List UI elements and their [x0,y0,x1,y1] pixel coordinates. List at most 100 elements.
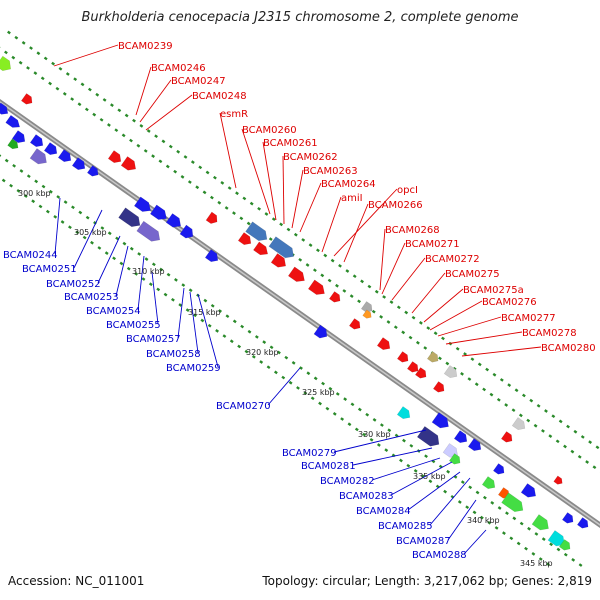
gene-label-bottom: BCAM0251 [22,264,77,275]
tick-dot [266,365,271,370]
tick-dot [472,510,477,515]
tick-dot [404,310,409,315]
gene-feature [492,463,505,475]
gene-feature [204,249,219,263]
tick-dot [247,329,252,334]
leader-line [429,300,483,331]
tick-dot [496,397,501,402]
gene-shape [416,426,440,447]
gene-label-top: BCAM0261 [263,138,318,149]
tick-dot [251,354,256,359]
gene-shape [86,165,99,177]
leader-line [53,44,119,67]
tick-dot [527,526,531,531]
tick-dot [452,366,457,371]
tick-dot [262,340,267,344]
tick-dot [428,479,433,484]
tick-dot [413,469,418,473]
gene-feature [107,150,122,164]
tick-dot [365,412,370,417]
tick-dot [349,294,354,298]
tick-dot [441,336,445,341]
leader-line [97,235,121,284]
tick-dot [202,190,207,195]
gene-shape [501,492,524,513]
tick-dot [318,401,322,406]
gene-label-bottom: BCAM0283 [339,491,394,502]
gene-shape [57,149,72,163]
gene-shape [553,475,563,485]
tick-dot [460,480,465,484]
gene-feature [29,134,44,148]
tick-dot [100,226,105,230]
tick-dot [401,330,406,335]
tick-dot [232,211,236,215]
leader-line [461,346,542,357]
tick-dot [316,248,320,253]
tick-dot [369,437,374,442]
gene-label-top: BCAM0280 [541,343,596,354]
gene-label-top: BCAM0263 [303,166,358,177]
tick-dot [499,378,504,382]
gene-feature [237,232,252,246]
tick-dot [210,303,215,308]
tick-dot [84,107,89,112]
kbp-tick-label: 325 kbp [302,388,335,397]
tick-dot [163,292,168,297]
gene-shape [426,351,439,363]
gene-label-bottom: BCAM0282 [320,476,375,487]
tick-dot [433,331,438,336]
tick-dot [38,204,43,209]
tick-dot [217,200,222,205]
gene-feature [136,220,161,242]
tick-dot [229,339,234,344]
gene-feature [253,241,269,256]
gene-label-top: BCAM0271 [405,239,460,250]
tick-dot [166,272,171,277]
tick-dot [511,408,516,413]
tick-dot [570,449,575,454]
gene-feature [86,165,99,177]
tick-dot [546,562,551,567]
tick-dot [104,251,109,255]
gene-feature [348,318,361,330]
gene-shape [268,236,294,259]
gene-feature [270,253,287,268]
tick-dot [220,181,225,185]
tick-dot [411,315,416,320]
gene-feature [268,236,294,259]
tick-dot [144,257,149,261]
tick-dot [110,103,114,107]
tick-dot [75,230,80,235]
tick-dot [327,278,332,283]
gene-shape [11,130,26,144]
tick-dot [122,241,127,246]
leader-line [219,112,237,189]
tick-dot [156,287,161,292]
tick-dot [335,283,339,288]
tick-dot [171,297,175,302]
gene-shape [576,517,589,529]
gene-shape [453,430,468,444]
tick-dot [338,263,342,268]
tick-dot [328,386,333,391]
gene-shape [432,381,445,393]
gene-shape [149,204,167,220]
tick-dot [198,165,203,170]
tick-dot [354,427,359,432]
gene-shape [253,241,269,256]
tick-dot [58,66,63,71]
gene-label-bottom: BCAM0259 [166,363,221,374]
tick-dot [158,159,163,164]
gene-shape [205,211,218,224]
gene-shape [287,266,305,282]
tick-dot [148,282,153,287]
gene-shape [492,463,505,475]
tick-dot [90,240,94,245]
tick-dot [399,458,403,463]
gene-feature [287,266,305,282]
gene-label-top: BCAM0266 [368,200,423,211]
tick-dot [99,117,104,122]
gene-label-top: BCAM0262 [283,152,338,163]
gene-feature [7,138,19,150]
